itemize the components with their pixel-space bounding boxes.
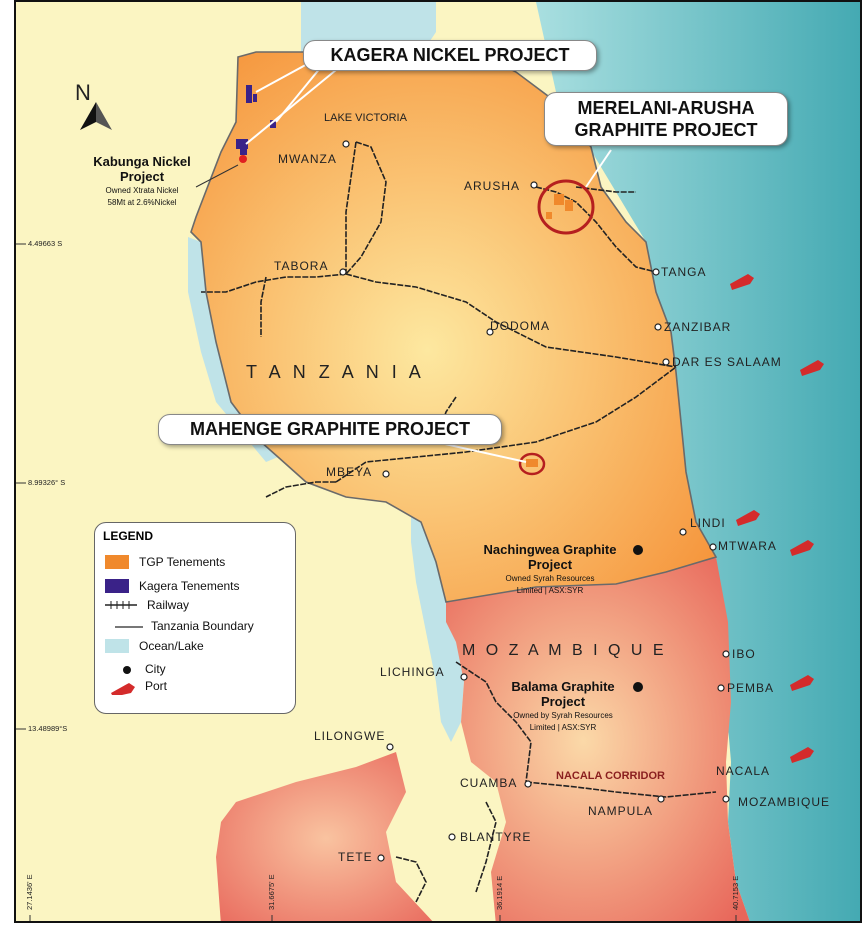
arusha-label: ARUSHA [464, 179, 521, 193]
coordinate-ticks [16, 243, 737, 921]
mozambique-port-label: MOZAMBIQUE [738, 795, 831, 809]
legend-title: LEGEND [103, 529, 154, 543]
callout-pointers [245, 61, 612, 463]
mwanza-label: MWANZA [278, 152, 337, 166]
nachingwea-title-1: Nachingwea Graphite [483, 542, 617, 557]
kabunga-pointer [195, 164, 239, 188]
nampula-label: NAMPULA [588, 804, 654, 818]
mozambique-label: M O Z A M B I Q U E [462, 642, 667, 659]
legend-box: LEGEND TGP Tenements Kagera Tenements Ra… [94, 522, 296, 714]
nachingwea-sub-1: Owned Syrah Resources [505, 574, 595, 583]
tanzania-region [191, 42, 716, 602]
lichinga-label: LICHINGA [380, 665, 445, 679]
legend-label-tgp: TGP Tenements [139, 555, 226, 569]
kabunga-project-label: Kabunga Nickel Project Owned Xtrata Nick… [82, 154, 202, 208]
legend-port-icon [111, 683, 135, 695]
balama-sub-2: Limited | ASX:SYR [529, 723, 597, 732]
north-arrow-icon [80, 102, 112, 130]
balama-sub-1: Owned by Syrah Resources [513, 711, 613, 720]
zanzibar-label: ZANZIBAR [664, 320, 732, 334]
balama-dot [633, 682, 643, 692]
kabunga-sub-1: Owned Xtrata Nickel [105, 186, 179, 195]
malawi-region [401, 772, 501, 921]
merelani-tenements [537, 179, 595, 235]
lindi-label: LINDI [690, 516, 726, 530]
tabora-label: TABORA [274, 259, 329, 273]
railway-lines [201, 141, 717, 903]
nachingwea-project-label: Nachingwea Graphite Project Owned Syrah … [462, 542, 638, 596]
legend-swatch-ocean [105, 639, 129, 653]
kagera-tenements [236, 85, 276, 155]
nachingwea-dot [633, 545, 643, 555]
mahenge-tenements [518, 452, 546, 476]
ibo-label: IBO [732, 647, 756, 661]
map-canvas [16, 2, 860, 921]
nachingwea-title-2: Project [527, 557, 573, 572]
balama-project-label: Balama Graphite Project Owned by Syrah R… [488, 679, 638, 733]
zambia-region [216, 752, 433, 921]
lilongwe-label: LILONGWE [314, 729, 386, 743]
cuamba-label: CUAMBA [460, 776, 518, 790]
nachingwea-sub-2: Limited | ASX:SYR [516, 586, 584, 595]
balama-title-1: Balama Graphite [511, 679, 615, 694]
kabunga-title-2: Project [119, 169, 165, 184]
merelani-callout: MERELANI-ARUSHA GRAPHITE PROJECT [544, 92, 788, 146]
kagera-callout: KAGERA NICKEL PROJECT [303, 40, 597, 71]
mtwara-label: MTWARA [718, 539, 777, 553]
merelani-callout-line-1: MERELANI-ARUSHA [577, 98, 755, 118]
mbeya-label: MBEYA [326, 465, 373, 479]
legend-label-ocean: Ocean/Lake [139, 639, 204, 653]
lon-label-2: 31.6675' E [267, 874, 276, 910]
legend-label-boundary: Tanzania Boundary [151, 619, 254, 633]
lat-label-3: 13.48989°S [28, 724, 68, 733]
tanzania-label: T A N Z A N I A [246, 362, 425, 382]
lat-label-2: 8.99326° S [28, 478, 66, 487]
north-label: N [75, 80, 91, 105]
legend-label-city: City [145, 662, 166, 676]
legend-label-railway: Railway [147, 598, 190, 612]
mozambique-region [446, 557, 750, 921]
city-dots [339, 140, 730, 862]
map-frame: N KAGERA NICKEL PROJECT MERELANI-ARUSHA … [14, 0, 862, 923]
lon-label-4: 40.7153 E [731, 875, 740, 910]
kabunga-title-1: Kabunga Nickel [93, 154, 191, 169]
legend-city-icon [123, 666, 131, 674]
lake-victoria-label: LAKE VICTORIA [324, 112, 407, 124]
port-icons [730, 274, 824, 763]
dodoma-label: DODOMA [490, 319, 550, 333]
merelani-callout-line-2: GRAPHITE PROJECT [574, 120, 758, 140]
tete-label: TETE [338, 850, 373, 864]
legend-label-port: Port [145, 679, 168, 693]
dar-es-salaam-label: DAR ES SALAAM [672, 355, 782, 369]
blantyre-label: BLANTYRE [460, 830, 532, 844]
indian-ocean [536, 2, 860, 921]
lat-label-1: 4.49663 S [28, 239, 63, 248]
legend-boundary-line [115, 626, 143, 628]
nacala-label: NACALA [716, 764, 771, 778]
nacala-corridor-label: NACALA CORRIDOR [556, 770, 665, 782]
legend-label-kagera: Kagera Tenements [139, 579, 240, 593]
kabunga-sub-2: 58Mt at 2.6%Nickel [107, 198, 177, 207]
kabunga-marker [239, 155, 247, 163]
mahenge-callout: MAHENGE GRAPHITE PROJECT [158, 414, 502, 445]
lon-label-1: 27.1436' E [25, 874, 34, 910]
legend-swatch-tgp [105, 555, 129, 569]
legend-swatch-kagera [105, 579, 129, 593]
pemba-label: PEMBA [727, 681, 775, 695]
lon-label-3: 36.1914 E [495, 875, 504, 910]
legend-railway-icon [105, 601, 137, 609]
balama-title-2: Project [540, 694, 586, 709]
lake-malawi-water [411, 507, 466, 742]
tanga-label: TANGA [661, 265, 707, 279]
